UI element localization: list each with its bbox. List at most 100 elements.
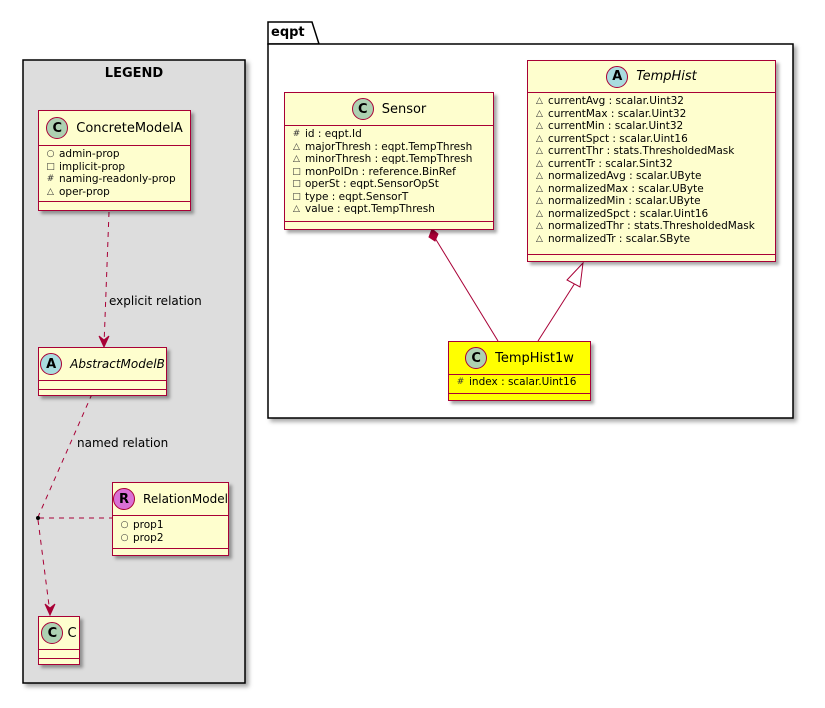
attribute-row: △currentThr : stats.ThresholdedMask (534, 145, 775, 158)
class-temphist1w[interactable]: C TempHist1w #index : scalar.Uint16 (448, 341, 591, 401)
class-name: TempHist1w (495, 350, 574, 366)
class-name: RelationModel (143, 492, 228, 506)
class-name: AbstractModelB (70, 357, 165, 371)
visibility-icon: □ (292, 179, 301, 189)
class-temphist[interactable]: A TempHist △currentAvg : scalar.Uint32 △… (527, 60, 776, 262)
visibility-icon: □ (292, 191, 301, 202)
visibility-icon: △ (536, 233, 543, 244)
composition-line (434, 237, 499, 342)
class-header: C Sensor (285, 93, 493, 126)
package-title: eqpt (271, 25, 305, 40)
attribute-row: △normalizedThr : stats.ThresholdedMask (534, 220, 775, 233)
attribute-row: #index : scalar.Uint16 (456, 376, 577, 388)
visibility-icon: △ (536, 221, 543, 231)
class-r-icon: R (113, 488, 136, 510)
visibility-icon: # (292, 129, 301, 139)
attribute-row: ○admin-prop (46, 148, 120, 160)
attribute-row: △normalizedSpct : scalar.Uint16 (534, 208, 775, 221)
named-relation-line-top (37, 393, 93, 518)
class-name: Sensor (381, 101, 427, 117)
class-a-icon: A (606, 65, 629, 88)
attribute-row: △currentSpct : scalar.Uint16 (534, 133, 775, 146)
attribute-row: △normalizedAvg : scalar.UByte (534, 170, 775, 183)
class-header: C TempHist1w (449, 342, 590, 375)
class-header: A TempHist (528, 61, 775, 93)
class-c-icon: C (465, 347, 488, 369)
attribute-list: #index : scalar.Uint16 (449, 375, 590, 394)
visibility-icon: △ (536, 171, 543, 181)
class-c-icon: C (351, 98, 374, 120)
visibility-icon: ○ (120, 532, 129, 543)
legend-title: LEGEND (104, 66, 164, 81)
attribute-row: □type : eqpt.SensorT (292, 190, 409, 203)
named-relation-arrowhead (44, 603, 56, 617)
visibility-icon: # (46, 174, 55, 184)
attribute-row: △normalizedTr : scalar.SByte (534, 233, 775, 246)
class-relation-model[interactable]: R RelationModel ○prop1 ○prop2 (112, 482, 229, 556)
attribute-list: #id : eqpt.Id △majorThresh : eqpt.TempTh… (285, 126, 493, 222)
attribute-row: △value : eqpt.TempThresh (291, 203, 493, 216)
visibility-icon: ○ (46, 149, 55, 159)
attribute-row: △currentMax : scalar.Uint32 (534, 108, 775, 121)
class-c[interactable]: C C (38, 616, 80, 665)
attribute-row: △currentMin : scalar.Uint32 (534, 120, 775, 133)
attribute-list: △currentAvg : scalar.Uint32 △currentMax … (528, 93, 775, 255)
class-header: C C (39, 617, 79, 650)
visibility-icon: # (456, 377, 465, 387)
visibility-icon: △ (536, 121, 543, 131)
attribute-row: △normalizedMax : scalar.UByte (534, 183, 775, 196)
visibility-icon: □ (292, 166, 301, 177)
attribute-row: ○prop1 (120, 519, 164, 531)
explicit-relation-line (103, 211, 110, 346)
visibility-icon: ○ (120, 520, 129, 530)
visibility-icon: △ (47, 186, 54, 197)
visibility-icon: △ (536, 183, 543, 194)
class-c-icon: C (41, 622, 64, 644)
attribute-list: ○prop1 ○prop2 (113, 516, 228, 549)
attribute-row: △minorThresh : eqpt.TempThresh (291, 153, 493, 166)
visibility-icon: △ (536, 133, 543, 144)
visibility-icon: △ (536, 208, 543, 219)
class-name: C (67, 625, 77, 641)
class-abstract-model-b[interactable]: A AbstractModelB (38, 347, 167, 396)
visibility-icon: △ (536, 146, 543, 156)
visibility-icon: △ (293, 141, 300, 152)
attribute-list (39, 381, 166, 390)
visibility-icon: △ (536, 196, 543, 206)
association-point (36, 516, 40, 520)
attribute-row: △majorThresh : eqpt.TempThresh (291, 141, 493, 154)
inheritance-triangle (566, 261, 584, 288)
class-header: R RelationModel (113, 483, 228, 516)
visibility-icon: △ (536, 158, 543, 169)
attribute-row: #naming-readonly-prop (46, 173, 176, 185)
class-name: ConcreteModelA (76, 120, 183, 136)
named-relation-label: named relation (77, 436, 169, 450)
visibility-icon: △ (293, 154, 300, 164)
visibility-icon: △ (293, 204, 300, 214)
attribute-row: △currentTr : scalar.Sint32 (534, 158, 775, 171)
class-concrete-model-a[interactable]: C ConcreteModelA ○admin-prop □implicit-p… (38, 110, 191, 211)
inheritance-line (537, 282, 576, 342)
attribute-row: △oper-prop (45, 186, 190, 199)
class-sensor[interactable]: C Sensor #id : eqpt.Id △majorThresh : eq… (284, 92, 494, 230)
explicit-relation-arrowhead (98, 335, 110, 349)
class-header: C ConcreteModelA (39, 111, 190, 146)
class-a-icon: A (40, 353, 63, 375)
attribute-row: △normalizedMin : scalar.UByte (534, 195, 775, 208)
attribute-row: △currentAvg : scalar.Uint32 (534, 95, 775, 108)
attribute-row: ○prop2 (120, 531, 164, 544)
attribute-row: □monPolDn : reference.BinRef (292, 165, 456, 178)
composition-diamond (428, 228, 439, 242)
visibility-icon: △ (536, 108, 543, 119)
explicit-relation-label: explicit relation (109, 294, 202, 308)
class-name: TempHist (636, 69, 697, 84)
visibility-icon: △ (536, 96, 543, 106)
class-c-icon: C (46, 117, 69, 139)
attribute-row: #id : eqpt.Id (292, 128, 362, 140)
attribute-list (39, 650, 79, 659)
attribute-row: □implicit-prop (46, 160, 126, 173)
attribute-row: □operSt : eqpt.SensorOpSt (292, 178, 439, 190)
attribute-list: ○admin-prop □implicit-prop #naming-reado… (39, 146, 190, 202)
class-header: A AbstractModelB (39, 348, 166, 381)
visibility-icon: □ (46, 161, 55, 172)
